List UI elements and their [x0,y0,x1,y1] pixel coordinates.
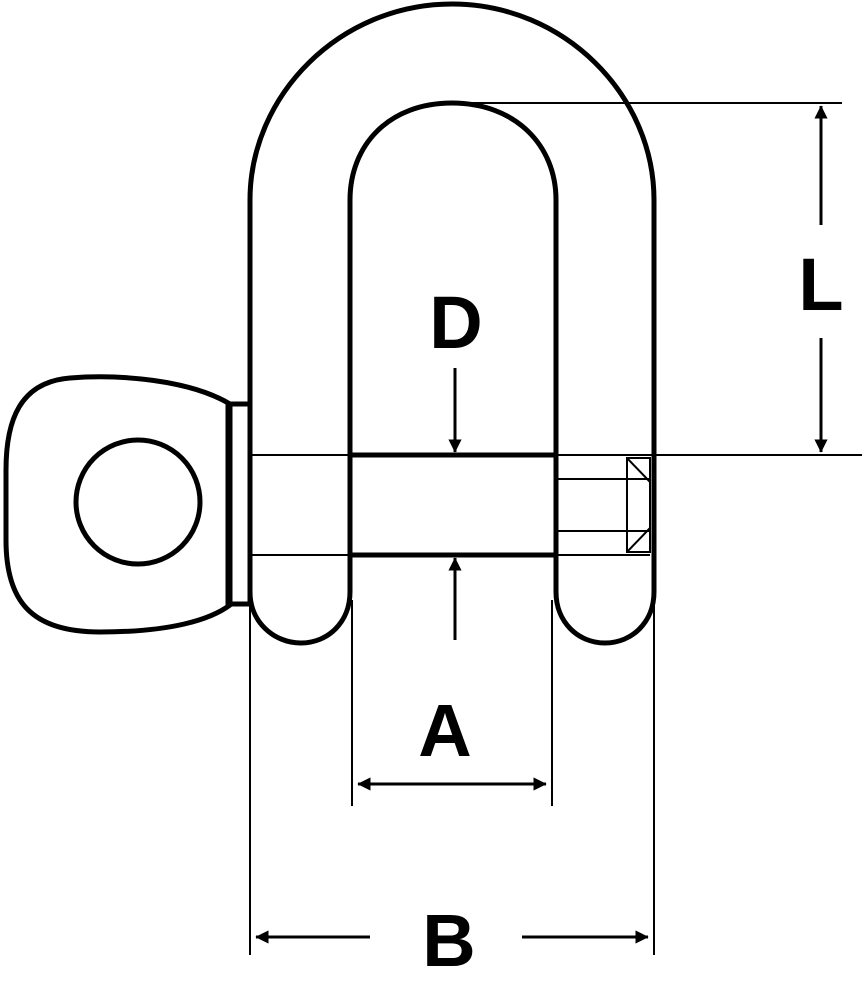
dim-A-label: A [418,689,471,772]
dim-D-label: D [429,281,482,364]
pin-thread-chamfer-top [626,457,651,483]
pin-head-outline [3,374,233,635]
pin-thread-end-box [626,457,651,553]
dimension-L [452,102,862,456]
pin-head-eye-hole [73,437,203,567]
shackle-outer-outline [247,1,657,646]
shackle-pin [250,452,651,558]
pin-thread-chamfer-bottom [626,527,651,553]
shackle-body [247,1,657,646]
dim-B-label: B [422,899,475,982]
dimension-A [351,600,553,806]
dimension-B [249,600,655,955]
pin-head [3,374,253,635]
dim-L-label: L [798,243,843,326]
pin-head-collar [225,401,253,607]
